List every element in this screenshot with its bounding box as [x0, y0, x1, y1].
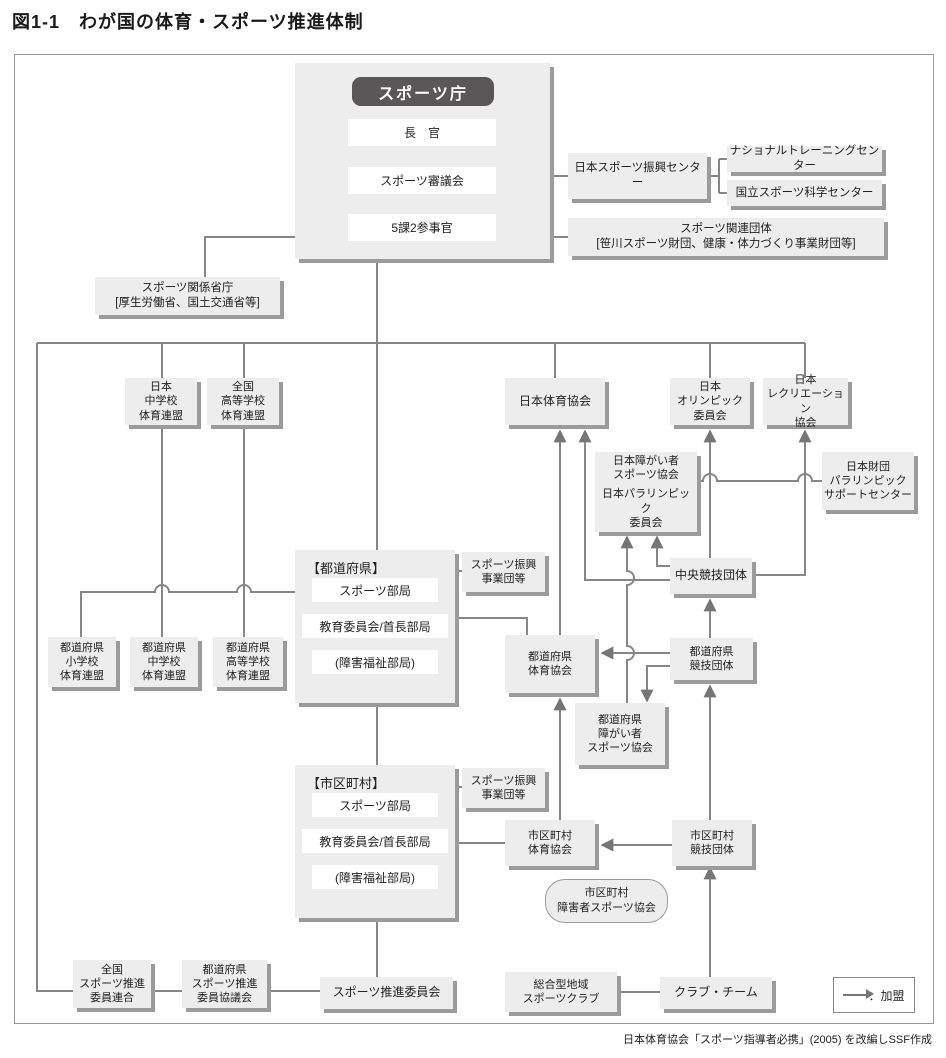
pref-sports-bureau-box: スポーツ部局 — [312, 578, 438, 602]
legend-arrow-icon — [843, 990, 875, 999]
sports-agency-badge: スポーツ庁 — [352, 77, 494, 106]
box-pref-sport-federations: 都道府県 競技団体 — [670, 638, 753, 680]
agency-divisions-box: 5課2参事官 — [348, 214, 496, 241]
box-japan-paralympic-committee: 日本パラリンピック 委員会 — [602, 488, 690, 529]
source-caption: 日本体育協会「スポーツ指導者必携」(2005) を改編しSSF作成 — [622, 1034, 932, 1046]
box-national-hs-federation: 全国 高等学校 体育連盟 — [207, 378, 279, 425]
box-national-sport-promotion-union: 全国 スポーツ推進 委員連合 — [73, 960, 151, 1008]
box-japan-para-sports-association: 日本障がい者 スポーツ協会 日本パラリンピック 委員会 — [595, 452, 697, 532]
box-national-training-center: ナショナルトレーニングセンター — [727, 145, 882, 172]
box-sport-related-ministries: スポーツ関係省庁 [厚生労働省、国土交通省等] — [95, 277, 280, 315]
sports-agency-panel: スポーツ庁 長 官 スポーツ審議会 5課2参事官 — [295, 63, 550, 259]
box-pref-es-federation: 都道府県 小学校 体育連盟 — [48, 637, 116, 687]
box-muni-sport-association: 市区町村 体育協会 — [505, 820, 595, 866]
municipality-panel: 【市区町村】 スポーツ部局 教育委員会/首長部局 (障害福祉部局) — [295, 765, 455, 918]
legend-box: ：加盟 — [833, 977, 915, 1013]
box-pref-hs-federation: 都道府県 高等学校 体育連盟 — [213, 637, 283, 687]
muni-sports-bureau-box: スポーツ部局 — [312, 793, 438, 817]
box-pref-sport-promotion-council: 都道府県 スポーツ推進 委員協議会 — [182, 960, 267, 1008]
box-muni-sport-promotion-foundation: スポーツ振興 事業団等 — [462, 768, 545, 808]
box-central-sport-federations: 中央競技団体 — [670, 558, 752, 594]
agency-chief-box: 長 官 — [348, 119, 496, 146]
box-pref-sport-association: 都道府県 体育協会 — [505, 635, 595, 693]
agency-council-box: スポーツ審議会 — [348, 167, 496, 194]
figure-title: 図1-1 わが国の体育・スポーツ推進体制 — [12, 12, 364, 32]
box-pref-para-sports-association: 都道府県 障がい者 スポーツ協会 — [575, 703, 665, 765]
box-japan-jhs-federation: 日本 中学校 体育連盟 — [125, 378, 197, 425]
box-pref-sport-promotion-foundation: スポーツ振興 事業団等 — [462, 552, 545, 592]
prefecture-panel-label: 【都道府県】 — [307, 561, 386, 576]
box-community-sports-club: 総合型地域 スポーツクラブ — [505, 972, 617, 1012]
pref-welfare-bureau-box: (障害福祉部局) — [312, 650, 438, 674]
box-japan-olympic-committee: 日本 オリンピック 委員会 — [670, 378, 750, 425]
box-sport-promotion-committee: スポーツ推進委員会 — [320, 977, 453, 1009]
muni-education-board-box: 教育委員会/首長部局 — [302, 829, 448, 853]
prefecture-panel: 【都道府県】 スポーツ部局 教育委員会/首長部局 (障害福祉部局) — [295, 550, 455, 703]
legend-label: ：加盟 — [868, 988, 905, 1003]
box-sport-science-center: 国立スポーツ科学センター — [727, 180, 882, 206]
box-japan-recreation-association: 日本 レクリエーション 協会 — [763, 374, 848, 429]
box-japan-para-sports-association-line1: 日本障がい者 スポーツ協会 — [613, 454, 679, 482]
pref-education-board-box: 教育委員会/首長部局 — [302, 614, 448, 638]
box-nippon-foundation-para-center: 日本財団 パラリンピック サポートセンター — [822, 452, 914, 510]
municipality-panel-label: 【市区町村】 — [307, 776, 386, 791]
box-sport-related-orgs: スポーツ関連団体 [笹川スポーツ財団、健康・体力づくり事業財団等] — [568, 218, 884, 256]
box-muni-para-sports-association: 市区町村 障害者スポーツ協会 — [545, 879, 668, 923]
box-japan-sport-council: 日本スポーツ振興センター — [568, 153, 707, 199]
box-japan-sport-association: 日本体育協会 — [505, 378, 605, 425]
box-club-team: クラブ・チーム — [660, 977, 772, 1009]
box-muni-sport-federations: 市区町村 競技団体 — [672, 820, 752, 866]
box-pref-jhs-federation: 都道府県 中学校 体育連盟 — [130, 637, 198, 687]
muni-welfare-bureau-box: (障害福祉部局) — [312, 865, 438, 889]
